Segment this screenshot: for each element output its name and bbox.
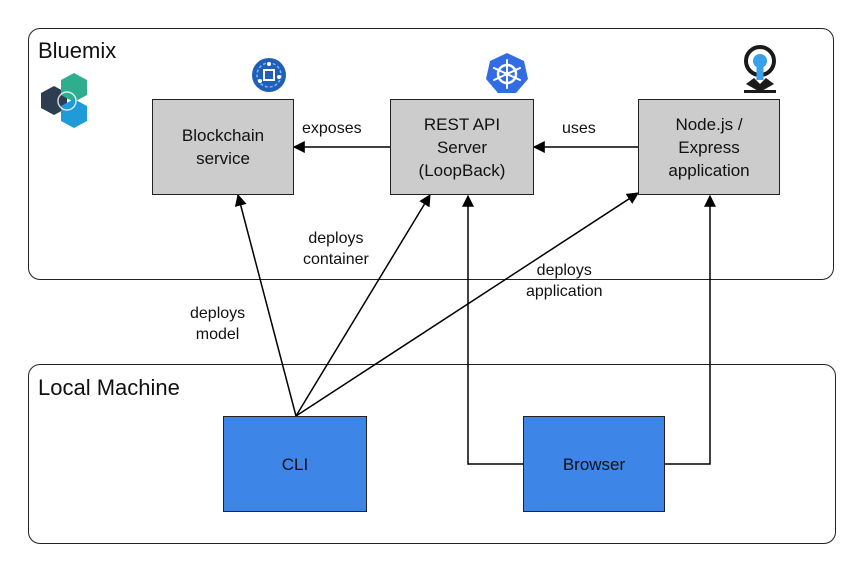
deploys-container-arrow <box>295 193 431 417</box>
rest-api-server-box: REST API Server (LoopBack) <box>390 99 534 195</box>
bluemix-title: Bluemix <box>38 38 117 63</box>
browser-to-rest-api-arrow <box>462 194 523 465</box>
browser-box: Browser <box>523 416 665 512</box>
browser-to-nodejs-arrow <box>665 194 716 465</box>
uses-label: uses <box>562 120 596 137</box>
deploys-model-arrow <box>234 193 297 417</box>
deploys-application-arrow <box>295 192 640 417</box>
bluemix-logo-icon <box>41 73 87 128</box>
loopback-strongloop-icon <box>744 45 776 93</box>
exposes-label: exposes <box>302 120 362 137</box>
nodejs-express-application-box: Node.js / Express application <box>638 99 780 195</box>
blockchain-service-box: Blockchain service <box>152 99 294 195</box>
cli-box: CLI <box>223 416 367 512</box>
local-machine-region <box>28 364 836 544</box>
kubernetes-helm-icon <box>486 53 528 93</box>
local-machine-title: Local Machine <box>38 375 180 400</box>
blockchain-cube-icon <box>252 58 286 92</box>
deploys-container-label: deploys container <box>303 230 369 268</box>
deploys-model-label: deploys model <box>190 305 246 343</box>
deploys-application-label: deploys application <box>526 262 603 300</box>
